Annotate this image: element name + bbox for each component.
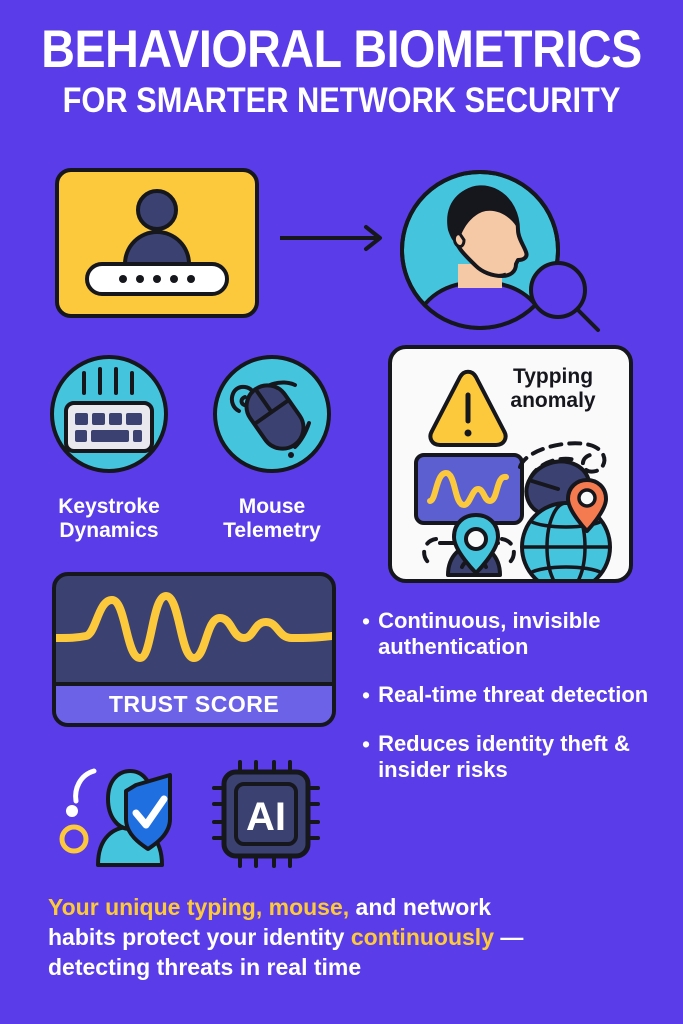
feature-mouse-label-line1: Mouse [238, 495, 306, 518]
anomaly-label: Typping anomaly [489, 365, 617, 412]
feature-keystroke-label-line2: Dynamics [59, 518, 159, 542]
face-profile-icon [398, 168, 598, 333]
location-pin-alert-icon [566, 478, 608, 533]
keyboard-icon [64, 367, 154, 453]
footer-line-2: habits protect your identity continuousl… [48, 923, 648, 953]
trust-score-panel: TRUST SCORE [52, 572, 336, 727]
magnifying-glass-icon [526, 258, 606, 338]
trust-score-label: TRUST SCORE [108, 691, 280, 717]
waveform-icon [56, 592, 332, 662]
list-item: • Continuous, invisible authentication [362, 608, 662, 660]
bullet-text: Continuous, invisible authentication [378, 608, 601, 659]
header: BEHAVIORAL BIOMETRICS FOR SMARTER NETWOR… [0, 22, 683, 121]
list-item: • Reduces identity theft & insider risks [362, 731, 662, 783]
password-dot [136, 275, 144, 283]
footer-line2-highlight: continuously [350, 923, 494, 950]
shielded-user-icon [58, 757, 198, 869]
arrow-right-icon [278, 222, 396, 254]
bullet-marker: • [362, 731, 371, 758]
anomaly-label-line1: Typping [512, 365, 594, 388]
footer-line1-highlight-a: Your unique typing, [48, 894, 263, 920]
feature-keystroke-label-line1: Keystroke [58, 495, 160, 518]
trust-score-band: TRUST SCORE [56, 682, 332, 723]
password-dot [187, 275, 195, 283]
anomaly-label-line2: anomaly [510, 388, 596, 412]
page-title: BEHAVIORAL BIOMETRICS [41, 20, 642, 79]
ai-chip-icon: AI [212, 760, 320, 868]
anomaly-card: Typping anomaly [388, 345, 633, 583]
feature-mouse-label: Mouse Telemetry [192, 495, 352, 543]
feature-keystroke-label: Keystroke Dynamics [29, 495, 189, 543]
user-avatar-body [123, 230, 191, 264]
feature-mouse-telemetry [213, 355, 331, 473]
page-subtitle: FOR SMARTER NETWORK SECURITY [62, 81, 621, 121]
mouse-icon [229, 380, 311, 458]
password-dot [119, 275, 127, 283]
bullet-text: Reduces identity theft & insider risks [378, 731, 630, 782]
footer-line1-highlight-b: mouse, [262, 894, 350, 920]
login-card [55, 168, 259, 318]
password-dot [170, 275, 178, 283]
bullet-text: Real-time threat detection [378, 681, 649, 707]
bullet-marker: • [362, 681, 371, 708]
feature-keystroke-dynamics [50, 355, 168, 473]
footer-line-3: detecting threats in real time [48, 953, 362, 980]
ai-chip-label: AI [246, 795, 286, 839]
warning-triangle-icon [428, 369, 508, 447]
footer-line1-plain: and network [349, 894, 492, 920]
feature-mouse-label-line2: Telemetry [223, 518, 321, 542]
footer-tagline: Your unique typing, mouse, and network h… [48, 893, 648, 983]
password-dot [153, 275, 161, 283]
user-avatar-icon [136, 189, 178, 231]
bullet-marker: • [362, 608, 371, 634]
benefits-list: • Continuous, invisible authentication •… [362, 608, 662, 805]
footer-line2-plain: habits protect your identity [48, 923, 351, 950]
location-pin-icon [452, 513, 500, 575]
list-item: • Real-time threat detection [362, 682, 662, 709]
password-field [85, 262, 229, 296]
footer-line-1: Your unique typing, mouse, and network [48, 893, 648, 923]
footer-line2-dash: — [494, 923, 524, 950]
